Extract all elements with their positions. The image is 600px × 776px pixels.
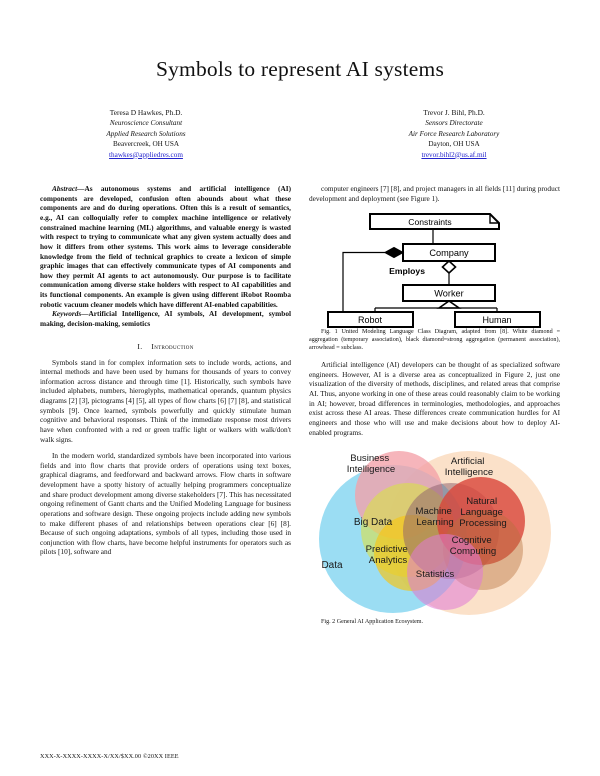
venn-label-natural-language-processing: Natural Language Processing <box>459 496 506 529</box>
uml-node-robot: Robot <box>326 311 414 329</box>
venn-label-big-data: Big Data <box>353 517 392 528</box>
venn-label-line: Artificial <box>450 456 484 467</box>
venn-diagram-svg: Business Intelligence Artificial Intelli… <box>318 451 551 616</box>
left-column: Abstract—As autonomous systems and artif… <box>40 184 291 627</box>
author-department: Neuroscience Consultant <box>109 119 183 128</box>
venn-label-line: Predictive <box>365 544 407 555</box>
venn-label-line: Machine <box>415 506 451 517</box>
author-list: Teresa D Hawkes, Ph.D. Neuroscience Cons… <box>0 108 600 160</box>
author-block-1: Teresa D Hawkes, Ph.D. Neuroscience Cons… <box>56 108 236 160</box>
author-department: Sensors Directorate <box>425 119 483 128</box>
uml-white-diamond-icon <box>440 260 457 275</box>
class-shape <box>453 311 541 329</box>
uml-arrowhead-icon <box>435 300 462 310</box>
body-columns: Abstract—As autonomous systems and artif… <box>0 184 600 627</box>
intro-paragraph-1: Symbols stand in for complex information… <box>40 357 291 444</box>
venn-label-cognitive-computing: Cognitive Computing <box>449 535 495 557</box>
venn-label-line: Learning <box>416 517 453 528</box>
venn-label-artificial-intelligence: Artificial Intelligence <box>444 456 493 478</box>
author-location: Beavercreek, OH USA <box>112 140 180 149</box>
venn-label-business-intelligence: Business Intelligence <box>346 453 395 475</box>
uml-node-company: Company <box>401 243 496 263</box>
abstract-label: Abstract— <box>52 184 85 194</box>
figure-1: Constraints Company <box>309 211 560 329</box>
intro-continuation-paragraph: computer engineers [7] [8], and project … <box>309 184 560 203</box>
venn-label-line: Natural <box>466 496 497 507</box>
uml-node-worker: Worker <box>401 284 496 303</box>
author-organization: Air Force Research Laboratory <box>408 129 500 138</box>
venn-label-predictive-analytics: Predictive Analytics <box>365 544 410 566</box>
uml-node-label: Constraints <box>408 217 451 227</box>
uml-edge-label-employs: Employs <box>389 266 425 276</box>
author-organization: Applied Research Solutions <box>106 129 186 138</box>
venn-label-line: Processing <box>459 518 506 529</box>
figure-2: Business Intelligence Artificial Intelli… <box>309 447 560 619</box>
venn-label-line: Analytics <box>368 555 407 566</box>
section-number: I. <box>137 341 143 351</box>
keywords-paragraph: Keywords—Artificial Intelligence, AI sym… <box>40 309 291 328</box>
venn-label-line: Intelligence <box>444 467 493 478</box>
venn-label-statistics: Statistics <box>415 569 454 580</box>
section-heading-introduction: I. Introduction <box>40 342 291 352</box>
figure-1-caption: Fig. 1 United Modeling Language Class Di… <box>309 329 560 352</box>
uml-node-label: Human <box>482 315 511 325</box>
figure-2-caption: Fig. 2 General AI Application Ecosystem. <box>321 619 424 626</box>
author-name: Teresa D Hawkes, Ph.D. <box>109 107 183 117</box>
author-location: Dayton, OH USA <box>428 140 480 149</box>
author-name: Trevor J. Bihl, Ph.D. <box>423 107 485 117</box>
intro-paragraph-2: In the modern world, standardized symbol… <box>40 451 291 557</box>
author-email-link[interactable]: trevor.bihl2@us.af.mil <box>421 150 487 159</box>
uml-node-constraints: Constraints <box>368 213 500 231</box>
uml-node-label: Worker <box>434 289 463 299</box>
uml-node-label: Robot <box>357 315 382 325</box>
venn-label-line: Intelligence <box>346 464 395 475</box>
ai-developers-paragraph: Artificial intelligence (AI) developers … <box>309 360 560 437</box>
uml-node-human: Human <box>453 311 541 329</box>
venn-label-line: Computing <box>449 546 495 557</box>
copyright-footer: XXX-X-XXXX-XXXX-X/XX/$XX.00 ©20XX IEEE <box>40 753 179 760</box>
uml-edge-company-robot <box>341 252 385 312</box>
venn-label-data: Data <box>321 560 343 571</box>
right-column: computer engineers [7] [8], and project … <box>309 184 560 627</box>
abstract-text: As autonomous systems and artificial int… <box>40 184 291 309</box>
uml-class-diagram-svg: Constraints Company <box>326 213 541 329</box>
note-fold <box>488 214 499 225</box>
page-title: Symbols to represent AI systems <box>155 57 445 81</box>
note-shape <box>368 213 500 231</box>
keywords-label: Keywords— <box>52 309 89 319</box>
class-shape <box>326 311 414 329</box>
section-title: Introduction <box>151 341 194 351</box>
uml-black-diamond-icon <box>383 247 404 259</box>
venn-label-machine-learning: Machine Learning <box>415 506 454 528</box>
venn-label-line: Cognitive <box>451 535 491 546</box>
author-block-2: Trevor J. Bihl, Ph.D. Sensors Directorat… <box>364 108 544 160</box>
keywords-text: Artificial Intelligence, AI symbols, AI … <box>40 309 291 328</box>
uml-node-label: Company <box>429 248 469 258</box>
venn-label-line: Language <box>460 507 503 518</box>
author-email-link[interactable]: thawkes@appliedres.com <box>109 150 183 159</box>
venn-circle-statistics <box>406 534 483 611</box>
abstract-paragraph: Abstract—As autonomous systems and artif… <box>40 184 291 309</box>
venn-label-line: Business <box>350 453 389 464</box>
